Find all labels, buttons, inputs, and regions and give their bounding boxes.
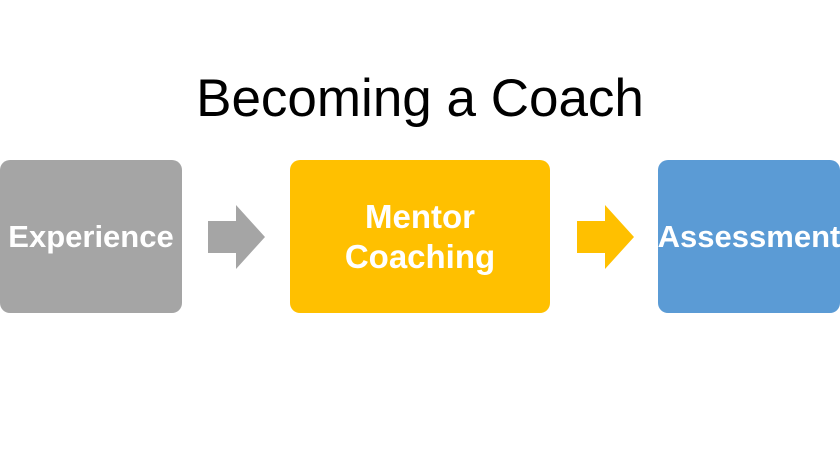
step-label: Experience (8, 218, 174, 254)
step-assessment: Assessment (658, 160, 840, 313)
arrow-right-icon (208, 205, 265, 269)
step-experience: Experience (0, 160, 182, 313)
step-mentor-coaching: Mentor Coaching (290, 160, 550, 313)
step-label: Assessment (657, 218, 840, 254)
diagram-title: Becoming a Coach (196, 69, 644, 128)
arrow-right-icon (577, 205, 634, 269)
step-label: Mentor Coaching (344, 197, 496, 275)
